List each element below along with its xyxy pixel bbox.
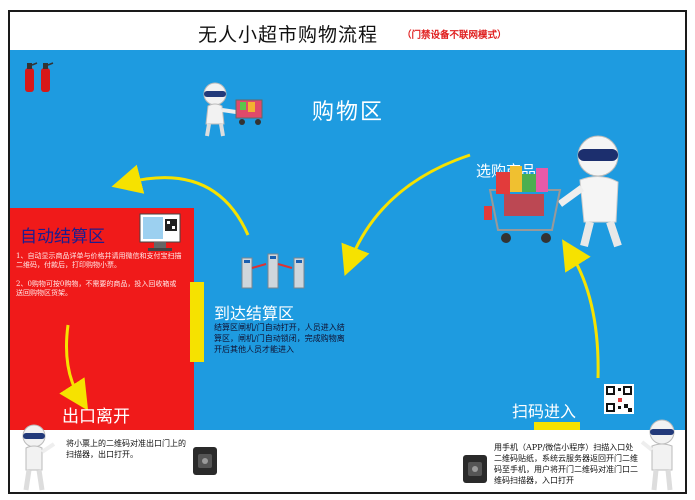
arrive-checkout-label: 到达结算区 bbox=[214, 304, 295, 323]
robot-shopper-icon bbox=[22, 424, 56, 491]
entrance-door bbox=[534, 422, 580, 430]
auto-checkout-note-2: 2、0购物可按0购物，不需要的商品，投入回收箱或送回购物区货架。 bbox=[16, 280, 177, 297]
checkout-gate-wall bbox=[190, 282, 204, 362]
arrive-checkout-note: 结算区闸机/门自动打开，人员进入结算区，闸机/门自动锁闭，完成购物离开后其他人员… bbox=[214, 323, 345, 354]
shopping-zone-label: 购物区 bbox=[312, 100, 385, 125]
checkout-terminal-icon bbox=[139, 213, 181, 251]
robot-shopper-icon bbox=[640, 419, 675, 491]
scanner-icon bbox=[193, 447, 217, 475]
auto-checkout-note-1: 1、自动显示商品详单与价格并请用微信和支付宝扫描二维码，付款后，打印购物小票。 bbox=[16, 252, 182, 269]
qr-code-icon bbox=[604, 384, 634, 414]
fire-extinguisher-icon bbox=[25, 62, 54, 92]
robot-shopper-icon bbox=[203, 82, 263, 137]
scan-enter-label: 扫码进入 bbox=[512, 402, 577, 421]
scanner-icon bbox=[463, 455, 487, 483]
exit-label: 出口离开 bbox=[62, 407, 130, 427]
turnstile-gate-icon bbox=[241, 253, 305, 289]
robot-shopper-icon bbox=[484, 135, 622, 248]
auto-checkout-label: 自动结算区 bbox=[20, 227, 105, 247]
exit-note: 将小票上的二维码对准出口门上的扫描器，出口打开。 bbox=[66, 439, 186, 459]
footer-strip bbox=[10, 430, 685, 492]
page-title: 无人小超市购物流程 bbox=[198, 24, 379, 46]
title-bar bbox=[10, 12, 685, 50]
enter-note: 用手机（APP/微信小程序）扫描入口处二维码贴纸，系统云服务器返回开门二维码至手… bbox=[494, 443, 638, 485]
page-subtitle: （门禁设备不联网模式） bbox=[402, 30, 507, 41]
